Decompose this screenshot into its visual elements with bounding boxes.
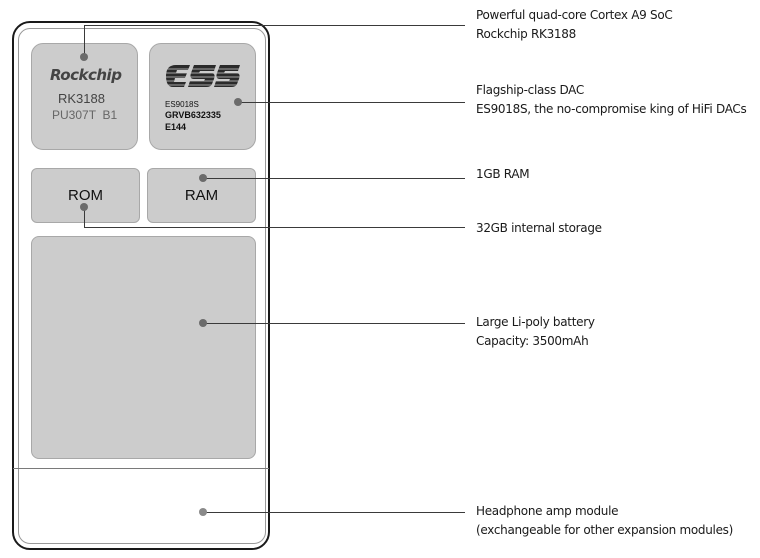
ram-connector [204,178,465,179]
callout-soc-line2: Rockchip RK3188 [476,27,576,41]
callout-battery-line1: Large Li-poly battery [476,315,595,329]
dac-connector [238,102,465,103]
ram-chip: RAM [147,168,256,223]
callout-dac-line1: Flagship-class DAC [476,83,584,97]
amp-callout-dot [199,508,207,516]
rom-callout-dot [80,203,88,211]
dac-lot-code: GRVB632335 [165,110,221,120]
callout-battery: Large Li-poly battery Capacity: 3500mAh [476,313,595,351]
callout-soc: Powerful quad-core Cortex A9 SoC Rockchi… [476,6,673,44]
ess-logo-icon [164,65,242,87]
soc-connector-vertical [84,25,85,57]
callout-amp-line1: Headphone amp module [476,504,619,518]
callout-ram: 1GB RAM [476,165,530,184]
ram-label: RAM [184,187,219,204]
callout-dac: Flagship-class DAC ES9018S, the no-compr… [476,81,747,119]
dac-date-code: E144 [165,122,187,132]
rom-connector-vertical [84,207,85,227]
dac-part-number: ES9018S [165,100,199,109]
callout-amp-line2: (exchangeable for other expansion module… [476,523,734,537]
soc-callout-dot [80,53,88,61]
ram-callout-dot [199,174,207,182]
soc-model: RK3188 [58,91,105,106]
rom-label: ROM [68,187,103,204]
soc-marking: PU307T B1 [52,108,118,122]
battery-block [31,236,256,459]
callout-soc-line1: Powerful quad-core Cortex A9 SoC [476,8,673,22]
rom-chip: ROM [31,168,140,223]
callout-rom: 32GB internal storage [476,219,602,238]
callout-battery-line2: Capacity: 3500mAh [476,334,589,348]
callout-amp: Headphone amp module (exchangeable for o… [476,502,733,540]
module-separator [13,468,269,469]
callout-ram-line1: 1GB RAM [476,167,530,181]
amp-connector [203,512,465,513]
soc-connector-horizontal [84,25,465,26]
battery-connector [203,323,465,324]
dac-chip: ES9018S GRVB632335 E144 [149,43,256,150]
rom-connector-horizontal [84,227,465,228]
rockchip-logo: Rockchip [50,66,122,84]
callout-dac-line2: ES9018S, the no-compromise king of HiFi … [476,102,747,116]
battery-callout-dot [199,319,207,327]
device-outer-frame [12,21,270,550]
device-inner-frame [18,28,266,544]
dac-callout-dot [234,98,242,106]
callout-rom-line1: 32GB internal storage [476,221,602,235]
